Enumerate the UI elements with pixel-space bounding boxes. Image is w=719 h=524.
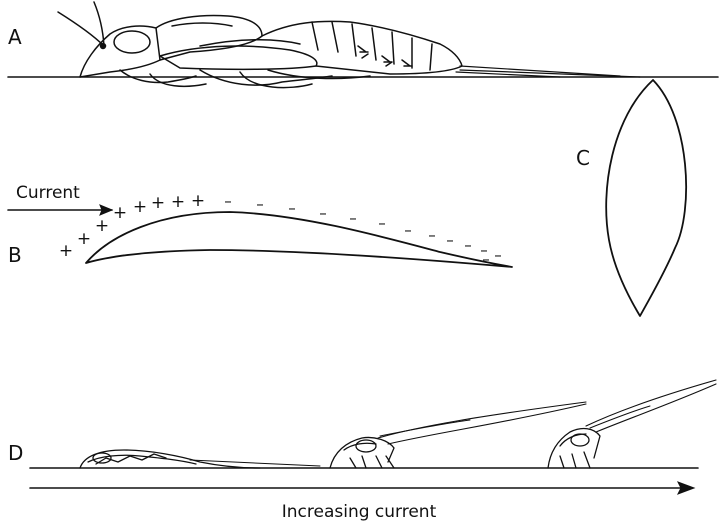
minus-sign: – [446, 231, 454, 249]
panel-b: B Current ++++++++ ––––––––––––– [8, 183, 512, 268]
minus-sign: – [319, 204, 327, 222]
minus-sign: – [404, 221, 412, 239]
minus-sign: – [349, 209, 357, 227]
nymph-side-view-illustration [58, 2, 640, 88]
current-label: Current [16, 183, 80, 203]
plus-sign: + [77, 229, 91, 249]
cross-section-outline [606, 80, 686, 316]
plus-sign: + [151, 193, 165, 213]
panel-a: A [8, 2, 718, 88]
panel-a-label: A [8, 25, 22, 49]
plus-sign: + [59, 241, 73, 261]
nymph-strongly-raised-illustration [548, 380, 716, 468]
nymph-flattened-illustration [80, 450, 320, 468]
minus-sign: – [224, 192, 232, 210]
minus-sign: – [464, 236, 472, 254]
minus-sign: – [482, 250, 490, 268]
plus-sign: + [133, 197, 147, 217]
minus-sign: – [378, 214, 386, 232]
minus-sign: – [256, 195, 264, 213]
panel-b-label: B [8, 243, 22, 267]
panel-d: D [8, 380, 716, 522]
increasing-current-arrow [30, 482, 694, 494]
plus-sign: + [95, 216, 109, 236]
panel-c: C [576, 80, 686, 316]
minus-sign: – [288, 199, 296, 217]
nymph-raised-illustration [330, 402, 586, 468]
plus-sign: + [171, 192, 185, 212]
minus-sign: – [494, 246, 502, 264]
plus-sign: + [191, 191, 205, 211]
panel-d-label: D [8, 441, 23, 465]
increasing-current-label: Increasing current [282, 502, 437, 522]
panel-c-label: C [576, 146, 590, 170]
minus-sign: – [428, 226, 436, 244]
plus-sign: + [113, 203, 127, 223]
current-arrow [8, 205, 112, 215]
